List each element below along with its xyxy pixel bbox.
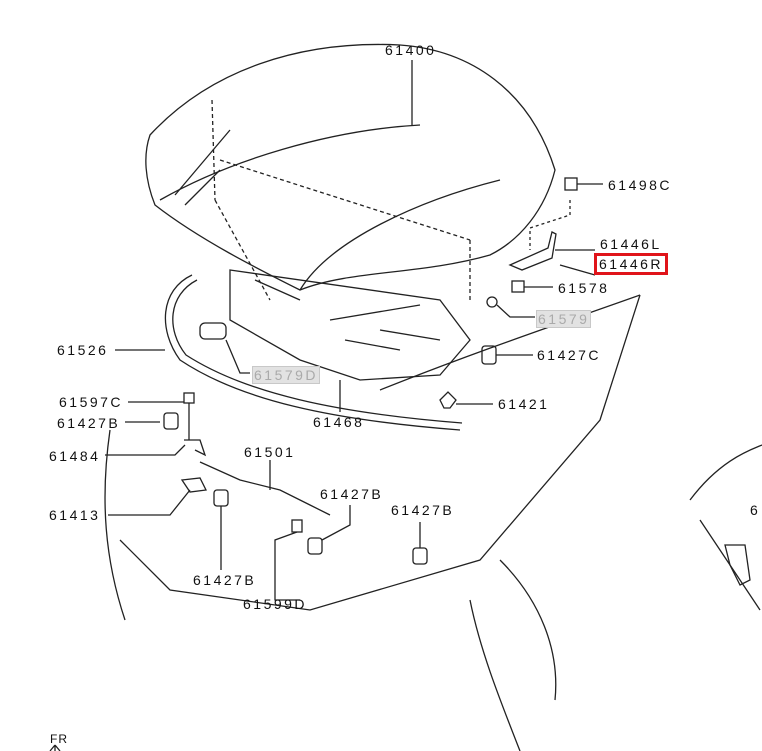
label-61526[interactable]: 61526 [57,342,109,358]
vehicle-body [104,294,641,621]
bolt-latch-icon [183,392,195,404]
label-61468[interactable]: 61468 [313,414,365,430]
label-61400[interactable]: 61400 [385,42,437,58]
hinge-drawing [508,231,557,271]
latch-icon [180,477,207,493]
seal-icon [486,296,498,308]
label-61413[interactable]: 61413 [49,507,101,523]
label-61579d: 61579D [252,366,321,384]
rubber-b2-icon [213,489,229,507]
weatherstrip-drawing [164,274,461,431]
label-61578[interactable]: 61578 [558,280,610,296]
bracket-icon [184,439,207,457]
label-61446l[interactable]: 61446L [600,236,662,252]
clip-icon [439,391,457,409]
label-61427b-2[interactable]: 61427B [193,572,257,588]
label-61484[interactable]: 61484 [49,448,101,464]
label-partial-right: 6 [750,502,761,518]
front-marker: FR [50,732,68,746]
front-arrow-icon [49,744,61,751]
seal-d-icon [199,322,227,340]
switch-icon [291,519,303,533]
label-61427b-3[interactable]: 61427B [320,486,384,502]
rubber-b4-icon [412,547,428,565]
cable-drawing [199,461,331,516]
rubber-b3-icon [307,537,323,555]
label-61421[interactable]: 61421 [498,396,550,412]
bolt-icon [564,177,578,191]
rubber-b1-icon [163,412,179,430]
label-61501[interactable]: 61501 [244,444,296,460]
label-61579: 61579 [536,310,592,328]
hood-panel [145,43,556,291]
label-61498c[interactable]: 61498C [608,177,673,193]
label-61599d[interactable]: 61599D [243,596,308,612]
hood-inner-panel [229,269,471,381]
label-61427b-4[interactable]: 61427B [391,502,455,518]
label-61597c[interactable]: 61597C [59,394,124,410]
label-61427c[interactable]: 61427C [537,347,602,363]
label-61427b-1[interactable]: 61427B [57,415,121,431]
nut-icon [511,280,525,293]
label-61446r-selected[interactable]: 61446R [593,253,669,275]
